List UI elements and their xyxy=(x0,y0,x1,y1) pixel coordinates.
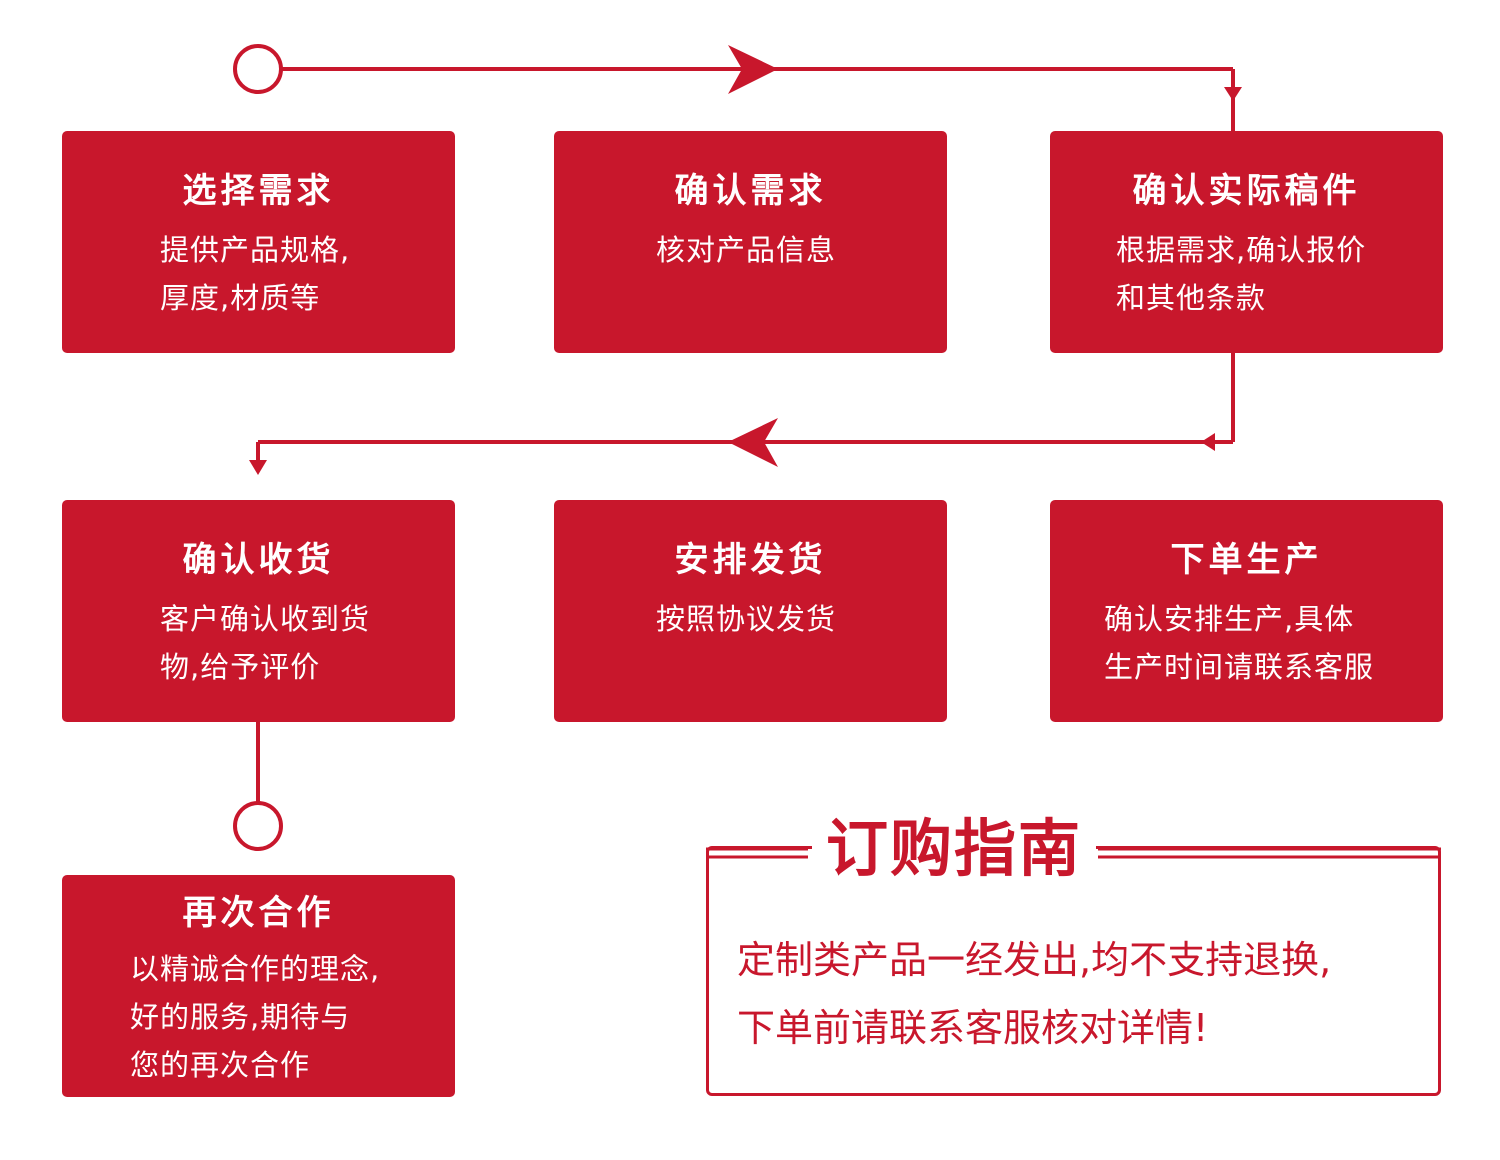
arrow-left-icon xyxy=(728,418,778,467)
step-description-line: 物,给予评价 xyxy=(160,650,321,684)
step-description-line: 以精诚合作的理念, xyxy=(130,952,381,986)
step-description: 根据需求,确认报价 和其他条款 xyxy=(1116,226,1366,322)
ordering-guide-line: 定制类产品一经发出,均不支持退换, xyxy=(737,938,1332,982)
step-select-requirements: 选择需求 提供产品规格, 厚度,材质等 xyxy=(62,131,455,353)
step-description-line: 根据需求,确认报价 xyxy=(1116,233,1367,267)
step-description: 客户确认收到货 物,给予评价 xyxy=(160,595,370,691)
step-title: 再次合作 xyxy=(182,893,335,933)
step-description-line: 客户确认收到货 xyxy=(160,602,371,636)
step-description: 按照协议发货 xyxy=(656,595,836,643)
step-title: 选择需求 xyxy=(182,171,335,211)
ordering-guide-title: 订购指南 xyxy=(812,814,1096,884)
step-description-line: 按照协议发货 xyxy=(656,602,837,636)
step-title: 下单生产 xyxy=(1170,540,1323,580)
ordering-guide-line: 下单前请联系客服核对详情! xyxy=(737,1006,1209,1050)
step-description-line: 和其他条款 xyxy=(1116,281,1267,315)
step-confirm-requirements: 确认需求 核对产品信息 xyxy=(554,131,947,353)
step-place-order-production: 下单生产 确认安排生产,具体 生产时间请联系客服 xyxy=(1050,500,1443,722)
step-confirm-draft: 确认实际稿件 根据需求,确认报价 和其他条款 xyxy=(1050,131,1443,353)
step-title: 确认收货 xyxy=(182,540,335,580)
step-description-line: 核对产品信息 xyxy=(656,233,837,267)
step-arrange-shipping: 安排发货 按照协议发货 xyxy=(554,500,947,722)
start-node-circle xyxy=(233,44,283,94)
step-description-line: 生产时间请联系客服 xyxy=(1104,650,1375,684)
step-cooperate-again: 再次合作 以精诚合作的理念, 好的服务,期待与 您的再次合作 xyxy=(62,875,455,1097)
step-description-line: 提供产品规格, xyxy=(160,233,351,267)
step-description: 核对产品信息 xyxy=(656,226,836,274)
step-description-line: 确认安排生产,具体 xyxy=(1104,602,1355,636)
arrow-right-icon xyxy=(728,45,778,94)
arrow-left-small-icon xyxy=(1201,433,1215,451)
step-description: 确认安排生产,具体 生产时间请联系客服 xyxy=(1104,595,1374,691)
step-description-line: 厚度,材质等 xyxy=(160,281,321,315)
step-description-line: 好的服务,期待与 xyxy=(130,1000,351,1034)
step-title: 安排发货 xyxy=(674,540,827,580)
step-confirm-receipt: 确认收货 客户确认收到货 物,给予评价 xyxy=(62,500,455,722)
arrow-down-small-icon xyxy=(1224,87,1242,101)
step-description: 提供产品规格, 厚度,材质等 xyxy=(160,226,350,322)
step-title: 确认需求 xyxy=(674,171,827,211)
end-node-circle xyxy=(233,801,283,851)
step-description: 以精诚合作的理念, 好的服务,期待与 您的再次合作 xyxy=(130,945,380,1089)
step-description-line: 您的再次合作 xyxy=(130,1048,311,1082)
step-title: 确认实际稿件 xyxy=(1132,171,1361,211)
arrow-down-left-small-icon xyxy=(249,460,267,475)
